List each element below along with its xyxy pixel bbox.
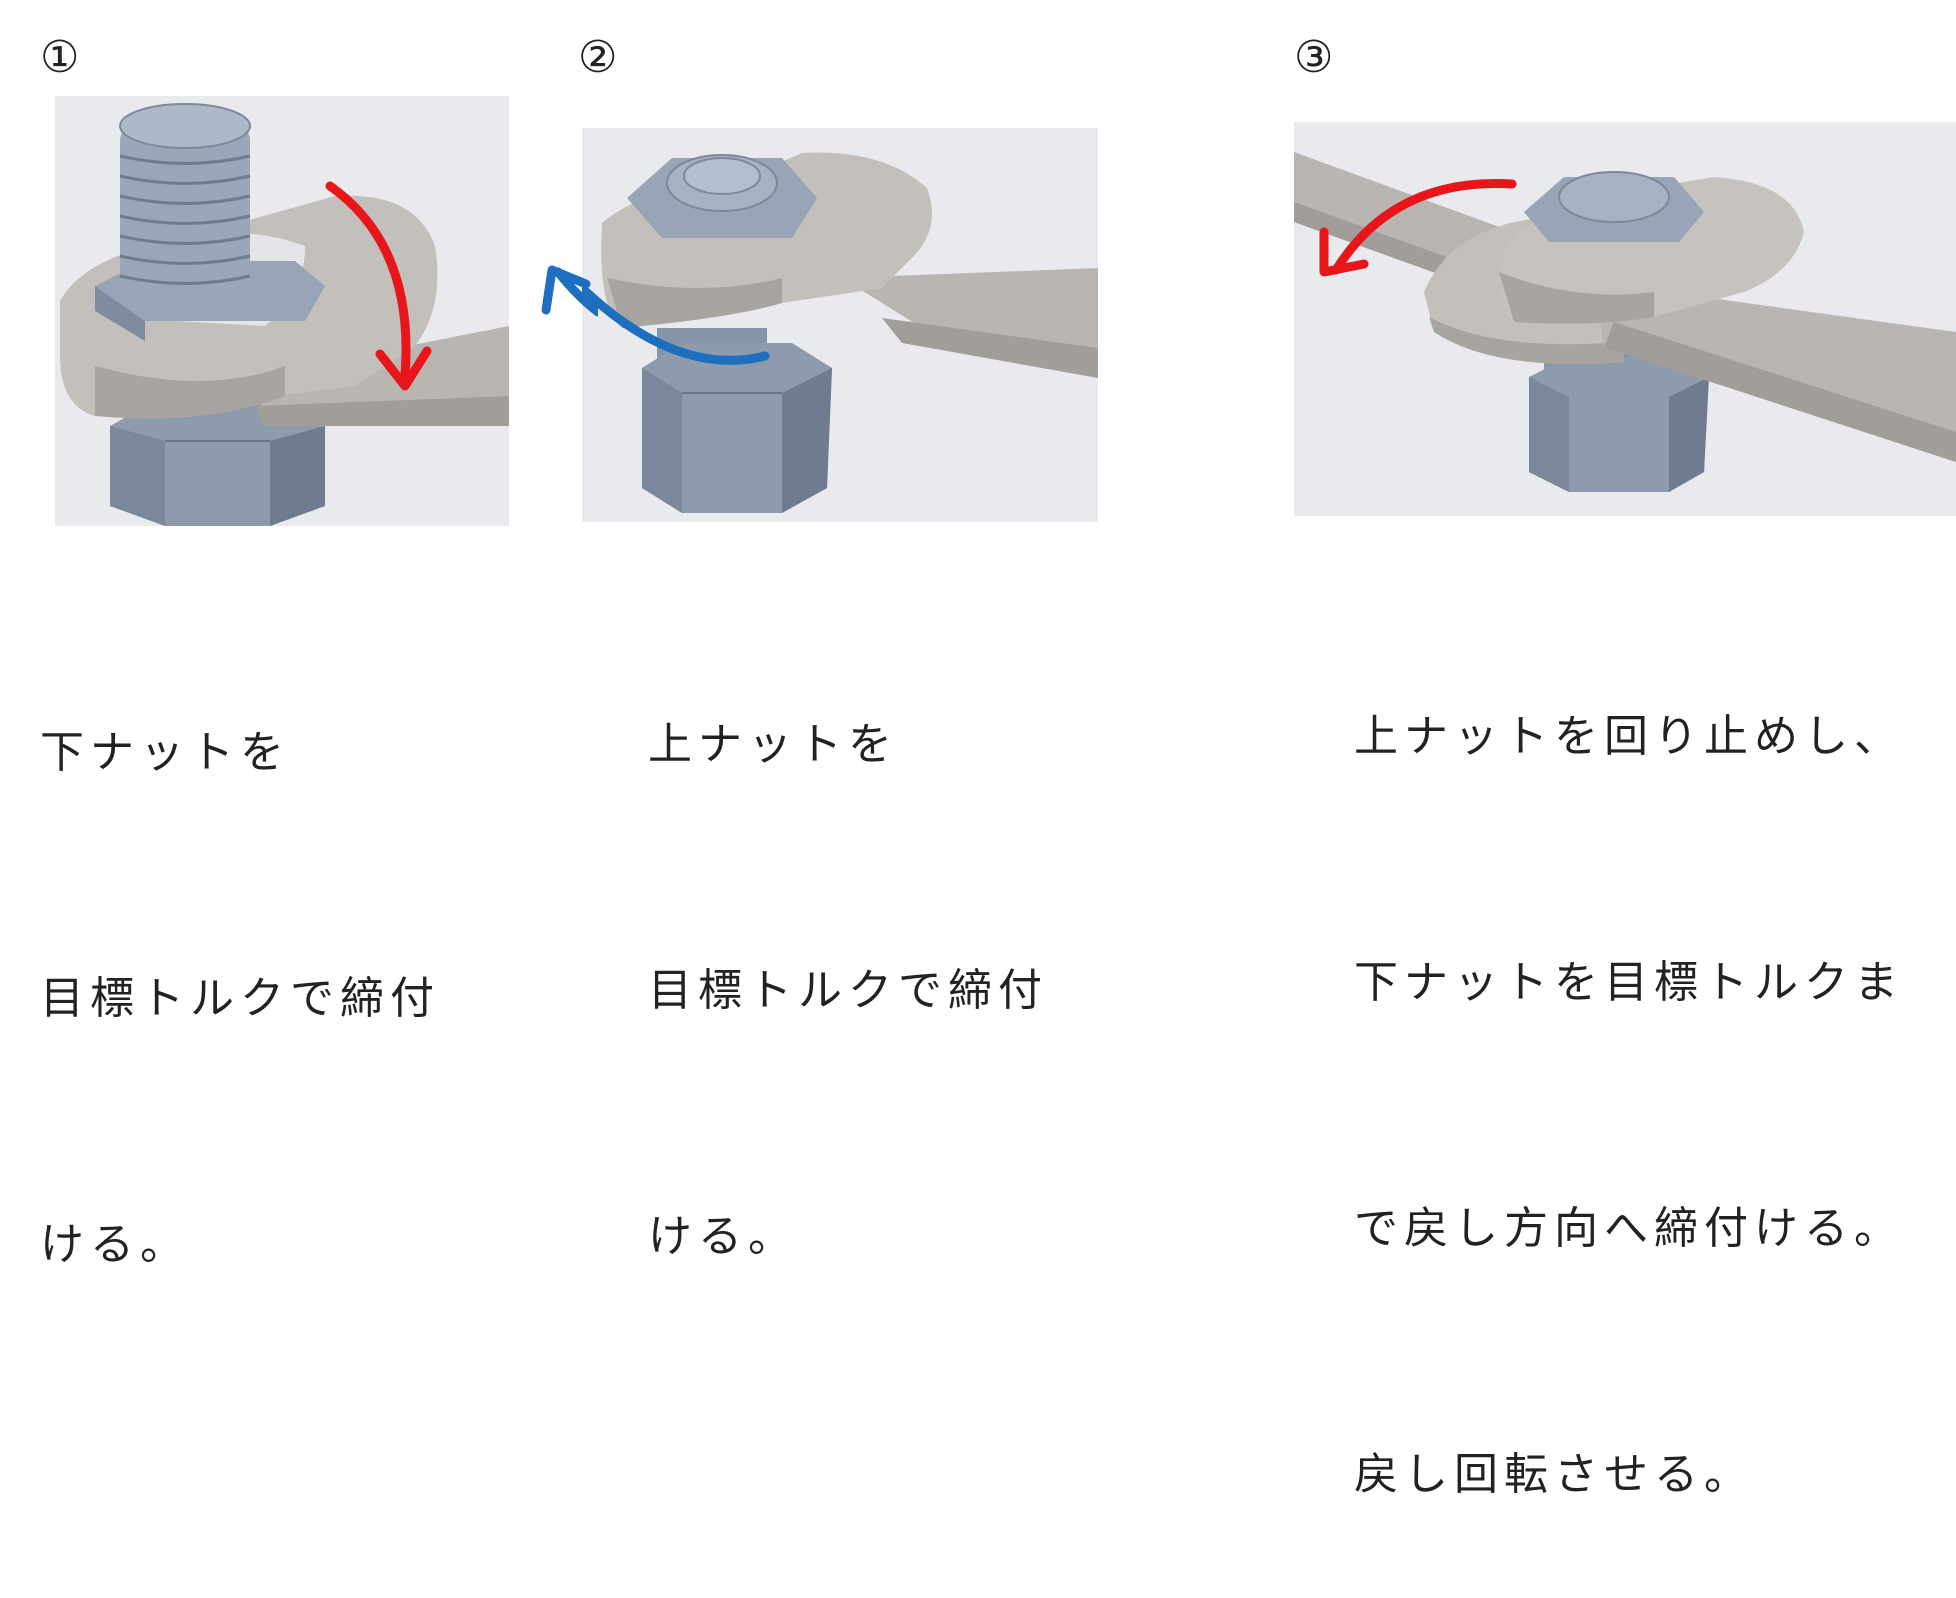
upper-nut bbox=[1524, 171, 1704, 242]
step-1-caption: 下ナットを 目標トルクで締付 ける。 bbox=[40, 548, 440, 1368]
lower-nut bbox=[1529, 352, 1709, 492]
bolt-thread bbox=[119, 103, 251, 301]
step-3-caption-line: で戻し方向へ締付ける。 bbox=[1354, 1203, 1904, 1254]
counterclockwise-arrowhead-icon bbox=[541, 265, 598, 317]
step-3-number: ③ bbox=[1294, 32, 1334, 83]
step-3-caption: 上ナットを回り止めし、 下ナットを目標トルクま で戻し方向へ締付ける。 戻し回転… bbox=[1354, 532, 1904, 1598]
counterclockwise-arrow-icon bbox=[1319, 179, 1517, 277]
lower-nut bbox=[110, 396, 325, 526]
counterclockwise-arrow-icon bbox=[582, 283, 770, 365]
step-1-number: ① bbox=[40, 32, 80, 83]
step-2-caption: 上ナットを 目標トルクで締付 ける。 bbox=[648, 540, 1048, 1360]
step-3-caption-line: 下ナットを目標トルクま bbox=[1354, 957, 1904, 1008]
step-2-illustration bbox=[582, 128, 1098, 522]
step-2-caption-line: ける。 bbox=[648, 1211, 798, 1262]
upper-nut bbox=[627, 154, 817, 238]
step-3-caption-line: 上ナットを回り止めし、 bbox=[1354, 711, 1904, 762]
step-1-caption-line: ける。 bbox=[40, 1219, 190, 1270]
step-2-caption-line: 上ナットを bbox=[648, 719, 898, 770]
step-3-caption-line: 戻し回転させる。 bbox=[1354, 1449, 1754, 1500]
step-1-illustration bbox=[55, 96, 509, 526]
step-1-caption-line: 目標トルクで締付 bbox=[40, 973, 440, 1024]
step-1-caption-line: 下ナットを bbox=[40, 727, 290, 778]
lower-nut bbox=[642, 328, 832, 513]
clockwise-arrow-icon bbox=[325, 181, 432, 391]
step-3-illustration bbox=[1294, 122, 1956, 516]
step-2-caption-line: 目標トルクで締付 bbox=[648, 965, 1048, 1016]
step-2-number: ② bbox=[578, 32, 618, 83]
